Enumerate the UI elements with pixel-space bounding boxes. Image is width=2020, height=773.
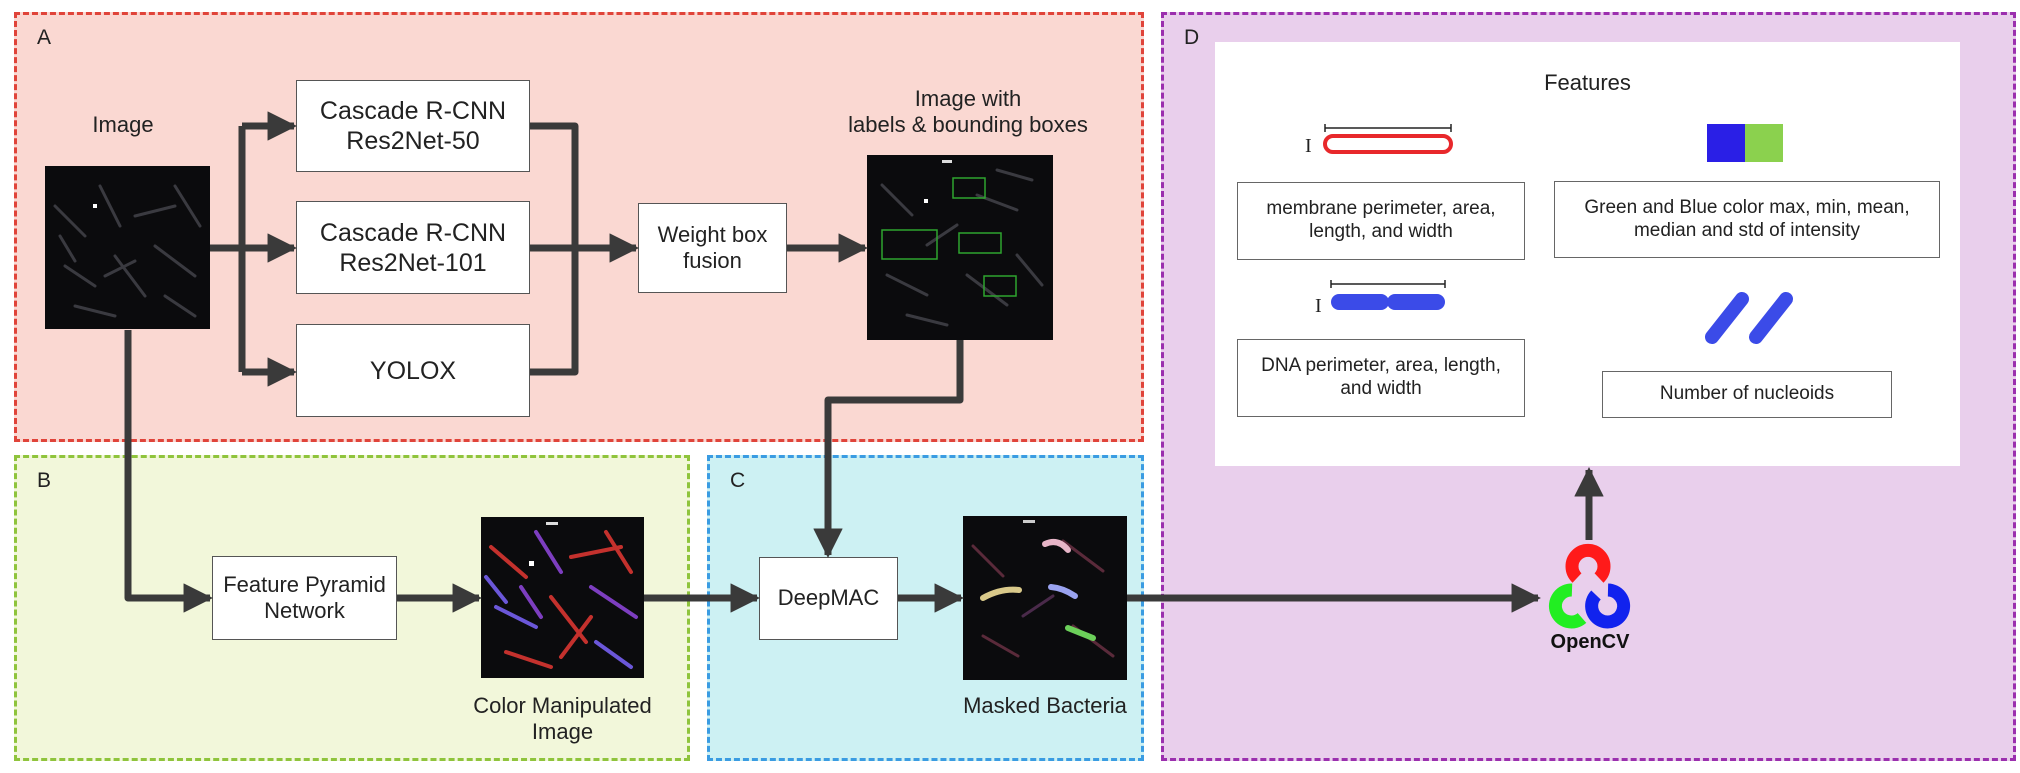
panel-a-letter: A bbox=[37, 26, 52, 49]
feature-pyramid-network-box: Feature Pyramid Network bbox=[212, 556, 397, 640]
svg-text:I: I bbox=[1305, 135, 1312, 157]
membrane-outline-icon: I bbox=[1305, 124, 1453, 157]
input-microscopy-image bbox=[45, 166, 210, 329]
labeled-microscopy-image bbox=[867, 155, 1053, 340]
membrane-features-box: membrane perimeter, area, length, and wi… bbox=[1237, 182, 1525, 260]
panel-d-letter: D bbox=[1184, 26, 1200, 49]
nucleoids-feature-box: Number of nucleoids bbox=[1602, 371, 1892, 418]
yolox-box: YOLOX bbox=[296, 324, 530, 417]
masked-bacteria-image bbox=[963, 516, 1127, 680]
blue-green-swatch-icon bbox=[1707, 124, 1783, 162]
color-manipulated-label: Color Manipulated Image bbox=[473, 693, 652, 745]
dna-features-box: DNA perimeter, area, length, and width bbox=[1237, 339, 1525, 417]
features-card: Features I membrane perimeter, area, len… bbox=[1215, 42, 1960, 466]
opencv-text: OpenCV bbox=[1551, 631, 1631, 653]
panel-b-letter: B bbox=[37, 469, 52, 492]
deepmac-box: DeepMAC bbox=[759, 557, 898, 640]
svg-text:I: I bbox=[1315, 295, 1322, 317]
opencv-logo-icon: OpenCV bbox=[1548, 543, 1631, 653]
color-intensity-features-box: Green and Blue color max, min, mean, med… bbox=[1554, 181, 1940, 258]
cascade-rcnn-res2net101-box: Cascade R-CNN Res2Net-101 bbox=[296, 201, 530, 294]
image-with-boxes-label: Image with labels & bounding boxes bbox=[848, 86, 1088, 138]
features-title: Features bbox=[1544, 70, 1631, 95]
weight-box-fusion-box: Weight box fusion bbox=[638, 203, 787, 293]
nucleoid-pair-icon bbox=[1705, 292, 1793, 344]
input-image-label: Image bbox=[92, 112, 154, 137]
color-manipulated-image bbox=[481, 517, 644, 678]
panel-c-letter: C bbox=[730, 469, 746, 492]
masked-bacteria-label: Masked Bacteria bbox=[963, 693, 1127, 718]
dna-segments-icon: I bbox=[1315, 280, 1446, 317]
cascade-rcnn-res2net50-box: Cascade R-CNN Res2Net-50 bbox=[296, 80, 530, 172]
